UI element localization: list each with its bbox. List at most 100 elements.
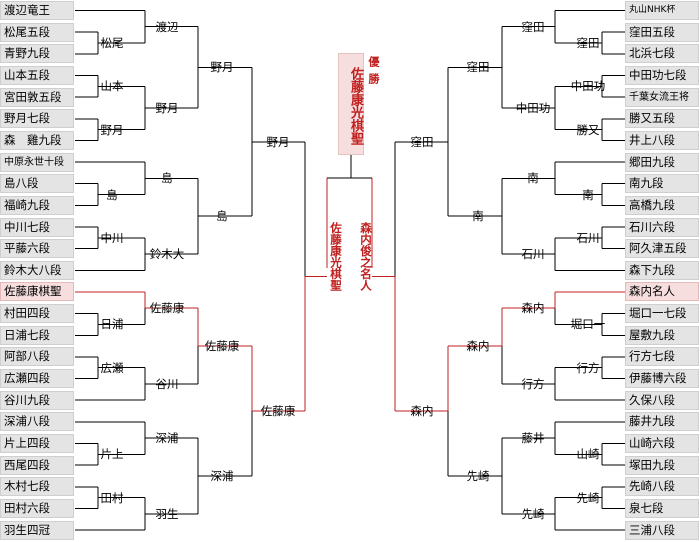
player-box: 泉七段	[625, 498, 699, 518]
round4-winner: 野月	[266, 134, 290, 149]
round2-winner: 藤井	[521, 431, 545, 446]
round1-winner: 石川	[576, 230, 600, 245]
player-box: 佐藤康棋聖	[0, 282, 74, 302]
player-box: 屋敷九段	[625, 325, 699, 345]
player-box: 福崎九段	[0, 195, 74, 215]
round2-winner: 佐藤康	[149, 301, 185, 316]
round1-winner: 野月	[100, 122, 124, 137]
round3-winner: 先崎	[466, 468, 490, 483]
player-box: 松尾五段	[0, 22, 74, 42]
round1-winner: 行方	[576, 360, 600, 375]
player-box: 阿久津五段	[625, 239, 699, 259]
player-box: 広瀬四段	[0, 369, 74, 389]
player-box: 村田四段	[0, 304, 74, 324]
round4-winner: 森内	[410, 404, 434, 419]
player-box: 先崎八段	[625, 477, 699, 497]
round1-winner: 松尾	[100, 35, 124, 50]
player-box: 羽生四冠	[0, 520, 74, 540]
round2-winner: 野月	[155, 100, 179, 115]
player-box: 田村六段	[0, 498, 74, 518]
round3-winner: 南	[472, 209, 484, 224]
player-box: 塚田九段	[625, 455, 699, 475]
round2-winner: 谷川	[155, 376, 179, 391]
round3-winner: 深浦	[210, 468, 234, 483]
player-box: 西尾四段	[0, 455, 74, 475]
round2-winner: 羽生	[155, 506, 179, 521]
round3-winner: 窪田	[466, 60, 490, 75]
player-box: 島八段	[0, 174, 74, 194]
round1-winner: 広瀬	[100, 360, 124, 375]
player-box: 千葉女流王将	[625, 87, 699, 107]
player-box: 郷田九段	[625, 152, 699, 172]
player-box: 平藤六段	[0, 239, 74, 259]
round4-winner: 窪田	[410, 134, 434, 149]
round2-winner: 深浦	[155, 431, 179, 446]
round1-winner: 田村	[100, 490, 124, 505]
round1-winner: 窪田	[576, 35, 600, 50]
round2-winner: 窪田	[521, 19, 545, 34]
round1-winner: 日浦	[100, 317, 124, 332]
round1-winner: 山本	[100, 79, 124, 94]
player-box: 南九段	[625, 174, 699, 194]
round2-winner: 行方	[521, 376, 545, 391]
player-box: 高橋九段	[625, 195, 699, 215]
player-box: 阿部八段	[0, 347, 74, 367]
player-box: 森内名人	[625, 282, 699, 302]
round3-winner: 森内	[466, 339, 490, 354]
player-box: 三浦八段	[625, 520, 699, 540]
round1-winner: 島	[106, 187, 118, 202]
player-box: 青野九段	[0, 44, 74, 64]
player-box: 窪田五段	[625, 22, 699, 42]
player-box: 渡辺竜王	[0, 1, 74, 20]
player-box: 谷川九段	[0, 390, 74, 410]
player-box: 中川七段	[0, 217, 74, 237]
player-box: 日浦七段	[0, 325, 74, 345]
round2-winner: 南	[527, 171, 539, 186]
player-box: 石川六段	[625, 217, 699, 237]
player-box: 中田功七段	[625, 65, 699, 85]
player-box: 久保八段	[625, 390, 699, 410]
round1-winner: 片上	[100, 447, 124, 462]
player-box: 丸山NHK杯	[625, 1, 699, 20]
round2-winner: 石川	[521, 247, 545, 262]
player-box: 野月七段	[0, 109, 74, 129]
player-box: 堀口一七段	[625, 304, 699, 324]
round3-winner: 島	[216, 209, 228, 224]
player-box: 山崎六段	[625, 434, 699, 453]
player-box: 森下九段	[625, 260, 699, 280]
round1-winner: 先崎	[576, 490, 600, 505]
round1-winner: 中田功	[570, 79, 606, 94]
round4-winner: 佐藤康	[260, 404, 296, 419]
champion-box: 佐藤康光棋聖	[338, 53, 364, 155]
round2-winner: 島	[161, 171, 173, 186]
round1-winner: 山崎	[576, 447, 600, 462]
round2-winner: 渡辺	[155, 19, 179, 34]
player-box: 井上八段	[625, 130, 699, 150]
round3-winner: 佐藤康	[204, 339, 240, 354]
round3-winner: 野月	[210, 60, 234, 75]
round2-winner: 先崎	[521, 506, 545, 521]
round2-winner: 中田功	[515, 100, 551, 115]
finalist-right: 森内俊之名人	[359, 222, 373, 291]
champion-caption: 優勝	[367, 56, 380, 90]
player-box: 山本五段	[0, 65, 74, 85]
player-box: 北浜七段	[625, 44, 699, 64]
player-box: 片上四段	[0, 434, 74, 453]
player-box: 伊藤博六段	[625, 369, 699, 389]
player-box: 森 雞九段	[0, 130, 74, 150]
player-box: 深浦八段	[0, 412, 74, 432]
round1-winner: 南	[582, 187, 594, 202]
round2-winner: 森内	[521, 301, 545, 316]
player-box: 藤井九段	[625, 412, 699, 432]
player-box: 行方七段	[625, 347, 699, 367]
player-box: 宮田敦五段	[0, 87, 74, 107]
player-box: 鈴木大八段	[0, 260, 74, 280]
round1-winner: 堀口一	[570, 317, 606, 332]
finalist-left: 佐藤康光棋聖	[329, 222, 343, 291]
round1-winner: 中川	[100, 230, 124, 245]
player-box: 中原永世十段	[0, 152, 74, 172]
round2-winner: 鈴木大	[149, 247, 185, 262]
player-box: 木村七段	[0, 477, 74, 497]
player-box: 勝又五段	[625, 109, 699, 129]
